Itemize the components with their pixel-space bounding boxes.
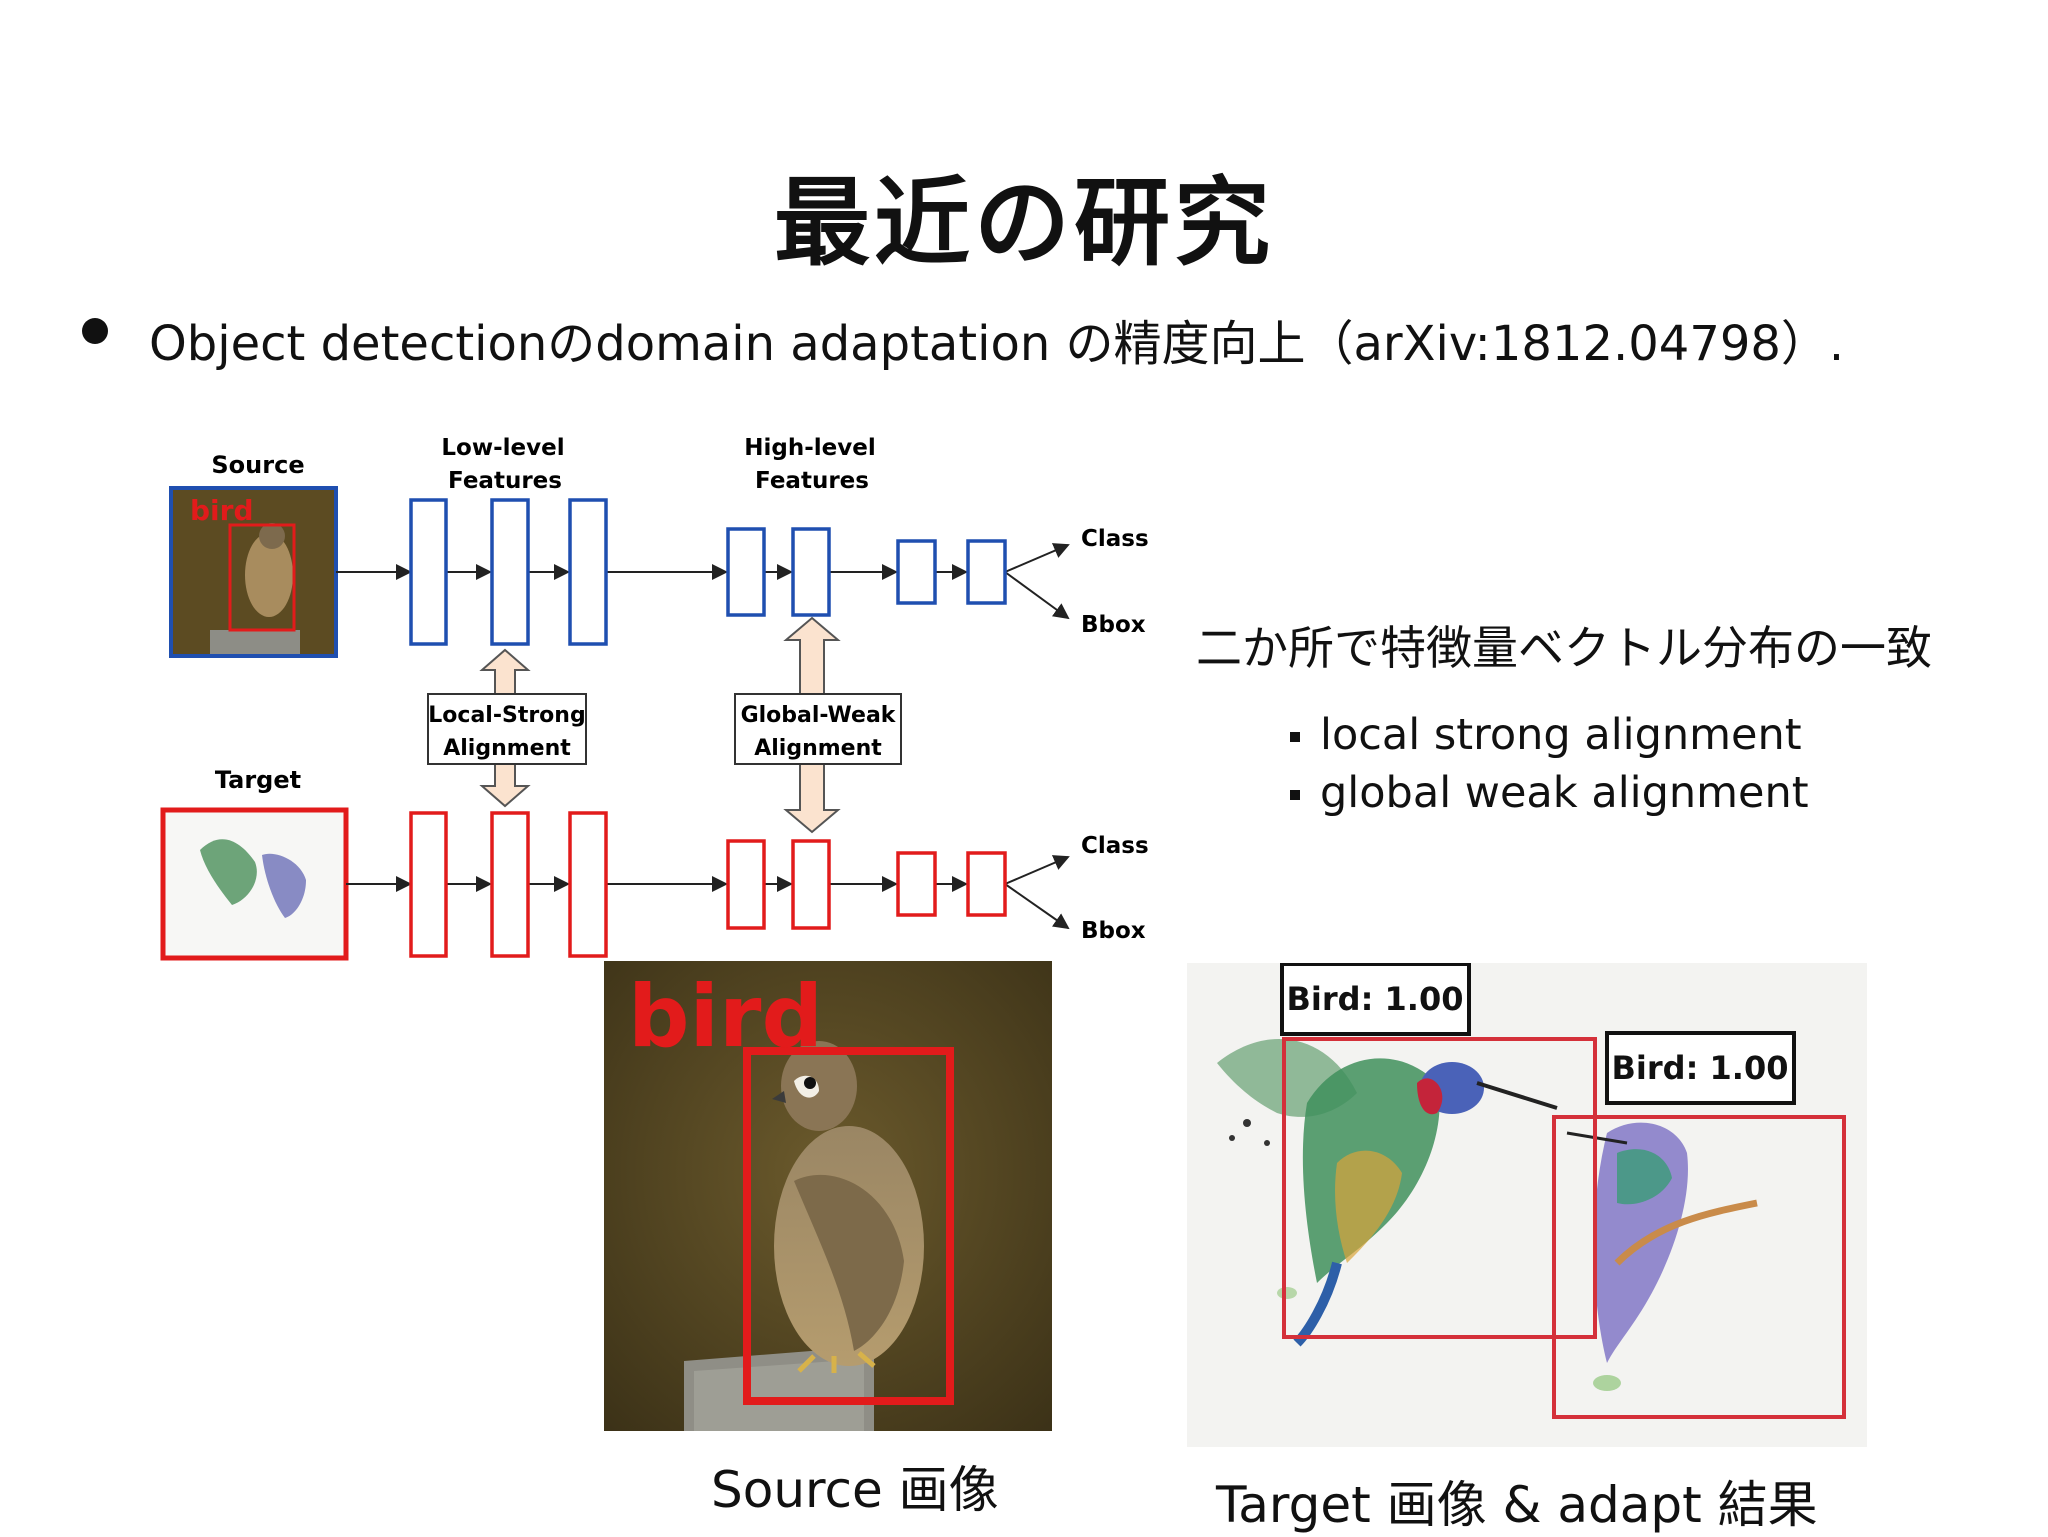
source-head-block-2 (966, 539, 1007, 605)
hummingbird-left (1217, 1039, 1558, 1347)
high-level-label: High-level (744, 435, 875, 461)
side-item-label: global weak alignment (1320, 768, 1809, 818)
detection-label-2: Bird: 1.00 (1605, 1031, 1796, 1105)
bullet-text: Object detectionのdomain adaptation の精度向上… (149, 316, 1845, 372)
target-image-caption: Target 画像 & adapt 結果 (1216, 1476, 1818, 1534)
source-image-caption: Source 画像 (711, 1461, 999, 1519)
source-thumbnail: bird (169, 486, 338, 658)
architecture-diagram: Source bird Target Low-level Features Hi… (160, 435, 1149, 961)
target-low-block-3 (568, 811, 608, 958)
hummingbird-right (1566, 1122, 1758, 1363)
source-high-block-2 (791, 527, 831, 617)
target-thumbnail (160, 807, 349, 961)
side-item-local: local strong alignment (1290, 706, 1809, 764)
source-low-block-2 (490, 498, 530, 646)
source-low-block-1 (409, 498, 448, 646)
detection-label-2-text: Bird: 1.00 (1612, 1049, 1789, 1087)
target-high-block-1 (726, 839, 766, 930)
low-level-features-label: Features (448, 468, 562, 494)
target-pipeline (346, 855, 1070, 930)
source-pipeline (336, 543, 1070, 620)
source-bbox-output: Bbox (1081, 612, 1146, 638)
watercolor-splashes (1229, 1119, 1621, 1391)
detection-box-1 (1282, 1037, 1597, 1339)
side-item-dot (1290, 790, 1300, 800)
target-bbox-output: Bbox (1081, 918, 1146, 944)
detection-box-2 (1552, 1115, 1846, 1419)
global-box-line1: Global-Weak (741, 703, 897, 728)
target-high-block-2 (791, 839, 831, 930)
target-low-block-2 (490, 811, 530, 958)
low-level-label: Low-level (441, 435, 564, 461)
side-item-dot (1290, 732, 1300, 742)
side-list: local strong alignment global weak align… (1290, 706, 1809, 822)
side-heading: 二か所で特徴量ベクトル分布の一致 (1196, 621, 1932, 675)
global-box-line2: Alignment (754, 736, 882, 761)
source-thumb-label: bird (190, 494, 254, 527)
target-image: Bird: 1.00 Bird: 1.00 (1187, 963, 1867, 1447)
slide-title: 最近の研究 (774, 167, 1274, 279)
target-feature-blocks (409, 811, 1007, 958)
source-image-label: bird (628, 967, 823, 1067)
side-item-global: global weak alignment (1290, 764, 1809, 822)
detection-label-1: Bird: 1.00 (1280, 963, 1471, 1036)
target-head-block-2 (966, 851, 1007, 917)
local-box-line1: Local-Strong (428, 703, 585, 728)
source-image: bird (604, 961, 1052, 1431)
side-item-label: local strong alignment (1320, 710, 1802, 760)
high-level-features-label: Features (755, 468, 869, 494)
source-feature-blocks (409, 498, 1007, 646)
target-low-block-1 (409, 811, 448, 958)
local-strong-alignment-box: Local-Strong Alignment (427, 693, 587, 765)
target-head-block-1 (896, 851, 937, 917)
target-label: Target (215, 766, 301, 794)
local-box-line2: Alignment (443, 736, 571, 761)
source-low-block-3 (568, 498, 608, 646)
target-class-output: Class (1081, 833, 1149, 859)
source-class-output: Class (1081, 526, 1149, 552)
source-label: Source (211, 451, 304, 479)
bullet-dot (82, 318, 108, 344)
source-head-block-1 (896, 539, 937, 605)
source-high-block-1 (726, 527, 766, 617)
global-weak-alignment-box: Global-Weak Alignment (734, 693, 902, 765)
detection-label-1-text: Bird: 1.00 (1287, 980, 1464, 1018)
